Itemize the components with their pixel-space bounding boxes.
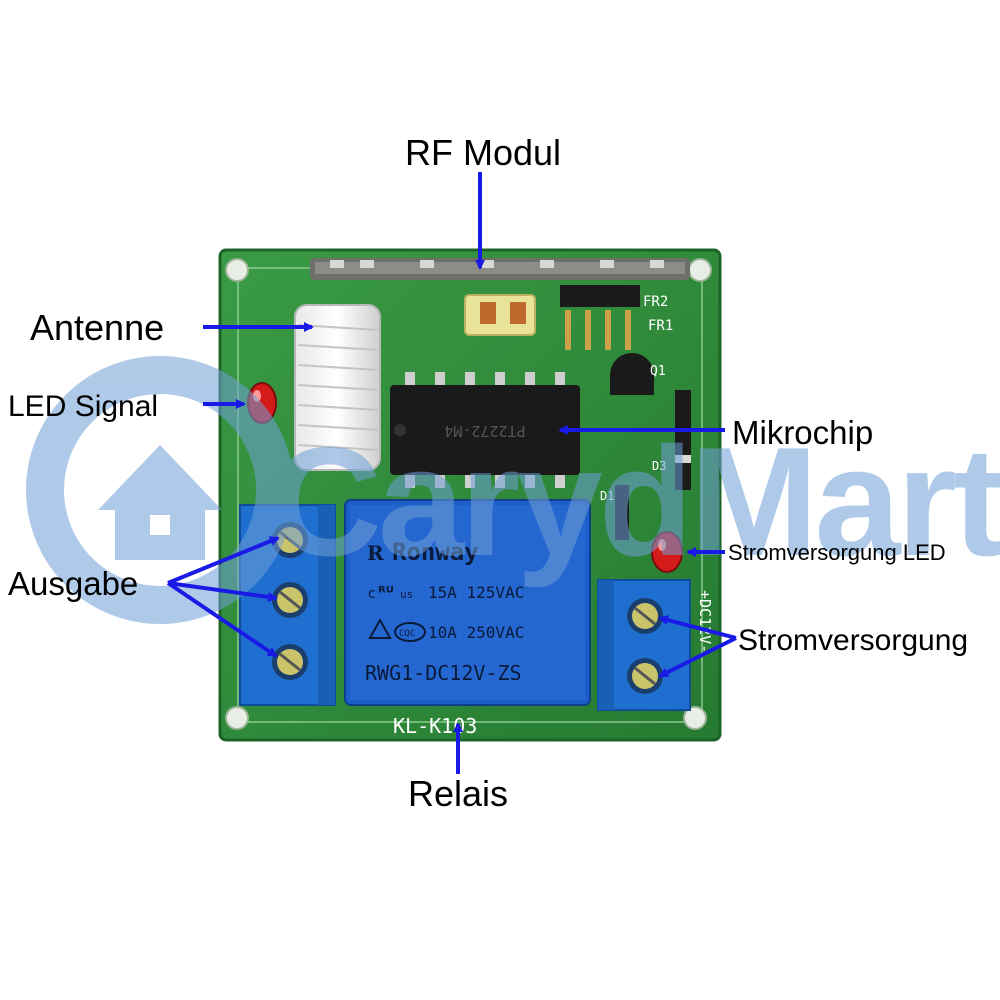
led-power [651,531,683,573]
fr2-label: FR2 [643,294,668,310]
watermark-logo-icon [26,356,294,624]
mount-hole-icon [225,258,249,282]
arrow-output-1 [167,536,280,585]
relay: R Ronway c ᴿᵁ us 15A 125VAC CQC 10A 250V… [344,499,591,706]
chip-marking: PT2272-M4 [444,422,525,440]
ul-cert-icon: c [368,586,376,602]
ul-logo-icon: ᴿᵁ [378,583,394,602]
label-led-signal: LED Signal [8,390,158,423]
mount-hole-icon [688,258,712,282]
diode-d3 [675,390,691,490]
arrow-output-2 [167,581,278,602]
relay-logo-icon: R [367,541,384,565]
q1-label: Q1 [650,364,666,379]
relay-model: RWG1-DC12V-ZS [365,661,522,685]
power-terminal-label: +DC12V- [696,590,714,653]
d1-label: D1 [600,489,614,503]
label-antenna: Antenne [30,307,164,348]
relay-cert: us [400,588,413,601]
relay-cqc: CQC [399,629,415,639]
arrow-power-1 [658,615,737,640]
label-power-led: Stromversorgung LED [728,540,946,565]
relay-rating-2: 10A 250VAC [428,623,524,642]
callout-arrows [166,172,737,774]
fr1-label: FR1 [648,318,673,334]
watermark-text: CarydMart [270,415,1000,588]
label-microchip: Mikrochip [732,414,873,451]
label-rf-module: RF Modul [405,132,561,173]
label-relay: Relais [408,773,508,814]
arrow-output-3 [166,581,278,658]
label-power-supply: Stromversorgung [738,624,968,657]
warning-triangle-icon [368,617,392,639]
rf-module [310,258,690,280]
jumper-header [560,285,640,350]
watermark: CarydMart [26,356,1000,624]
diode-d1 [615,485,629,540]
mount-hole-icon [683,706,707,730]
house-icon [98,445,222,560]
transistor-q1 [610,353,654,395]
d3-label: D3 [652,459,666,473]
board-model: KL-K103 [393,714,477,738]
arrow-power-2 [658,636,737,678]
relay-brand: Ronway [392,538,479,566]
relay-rating-1: 15A 125VAC [428,583,524,602]
microchip: PT2272-M4 [390,372,580,488]
power-terminal-block [597,579,691,711]
label-output: Ausgabe [8,565,138,602]
mount-hole-icon [225,706,249,730]
